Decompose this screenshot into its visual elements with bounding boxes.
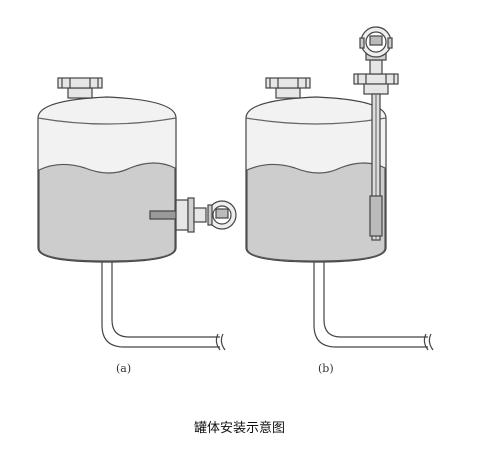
outlet-pipe-a — [101, 250, 220, 348]
level-transmitter-icon — [353, 26, 399, 95]
outlet-pipe-b — [313, 250, 428, 348]
liquid-a — [38, 162, 176, 262]
flange-icon — [57, 77, 103, 99]
pipe-break-a — [215, 333, 221, 351]
panel-label-a: (a) — [116, 362, 132, 375]
tank-b — [245, 26, 434, 351]
panel-label-b: (b) — [318, 362, 334, 375]
probe-icon — [369, 93, 383, 241]
level-transmitter-icon — [149, 197, 237, 233]
pipe-break-b — [423, 333, 429, 351]
tank-a — [37, 77, 237, 351]
flange-icon — [265, 77, 311, 99]
figure-caption: 罐体安装示意图 — [193, 421, 285, 436]
liquid-b — [246, 162, 386, 262]
